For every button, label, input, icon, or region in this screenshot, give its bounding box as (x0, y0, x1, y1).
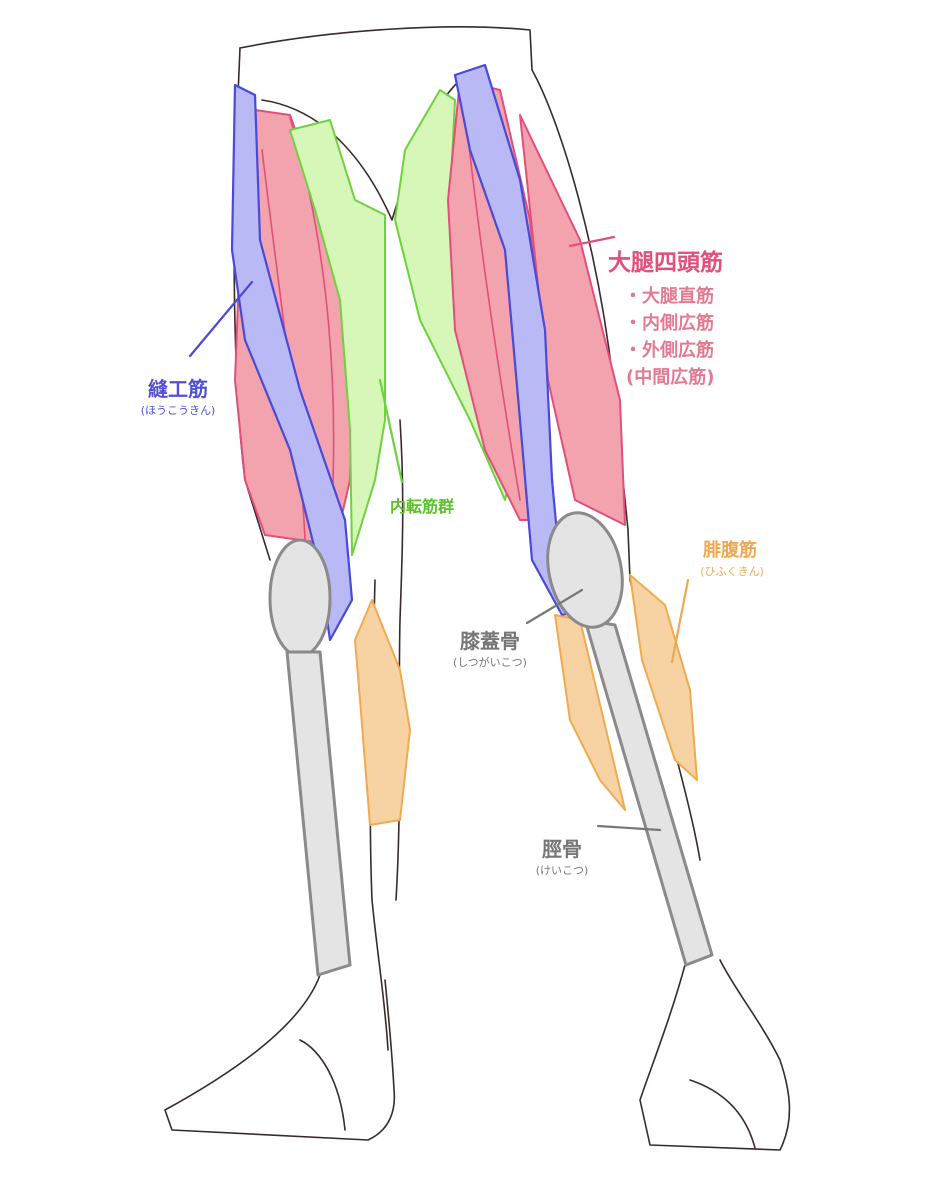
quadriceps-leader (568, 235, 616, 248)
quadriceps-title: 大腿四頭筋 (608, 249, 723, 276)
gastrocnemius-reading: (ひふくきん) (700, 565, 764, 578)
sartorius-title: 縫工筋 (148, 377, 208, 401)
tibia-leader (596, 824, 662, 832)
adductors-left (289, 119, 386, 556)
adductors-leader (378, 378, 404, 484)
patella-left (268, 538, 332, 658)
gastrocnemius-left (354, 599, 411, 826)
patella-leader (525, 588, 584, 625)
gastrocnemius-title: 腓腹筋 (703, 539, 757, 561)
gastrocnemius-right-outer (629, 574, 698, 781)
tibia-label: 脛骨 (けいこつ) (536, 837, 589, 877)
quadriceps-item: ・外側広筋 (624, 339, 714, 361)
tibia-left (285, 650, 352, 977)
patella-reading: (しつがいこつ) (453, 655, 527, 669)
patella-label: 膝蓋骨 (しつがいこつ) (453, 629, 527, 669)
adductors-label: 内転筋群 (390, 497, 454, 516)
sartorius-label: 縫工筋 (ほうこうきん) (141, 377, 216, 417)
gastrocnemius-label: 腓腹筋 (ひふくきん) (700, 539, 764, 578)
quadriceps-item: (中間広筋) (626, 366, 714, 388)
quadriceps-label: 大腿四頭筋 ・大腿直筋 ・内側広筋 ・外側広筋 (中間広筋) (608, 249, 723, 388)
quadriceps-item: ・大腿直筋 (624, 285, 714, 307)
tibia-title: 脛骨 (542, 837, 582, 861)
sartorius-leader (188, 280, 254, 358)
tibia-reading: (けいこつ) (536, 864, 589, 877)
patella-title: 膝蓋骨 (460, 629, 520, 653)
sartorius-reading: (ほうこうきん) (141, 404, 216, 417)
gastrocnemius-leader (670, 578, 690, 664)
quadriceps-item: ・内側広筋 (624, 312, 714, 334)
sartorius-left (230, 83, 354, 642)
